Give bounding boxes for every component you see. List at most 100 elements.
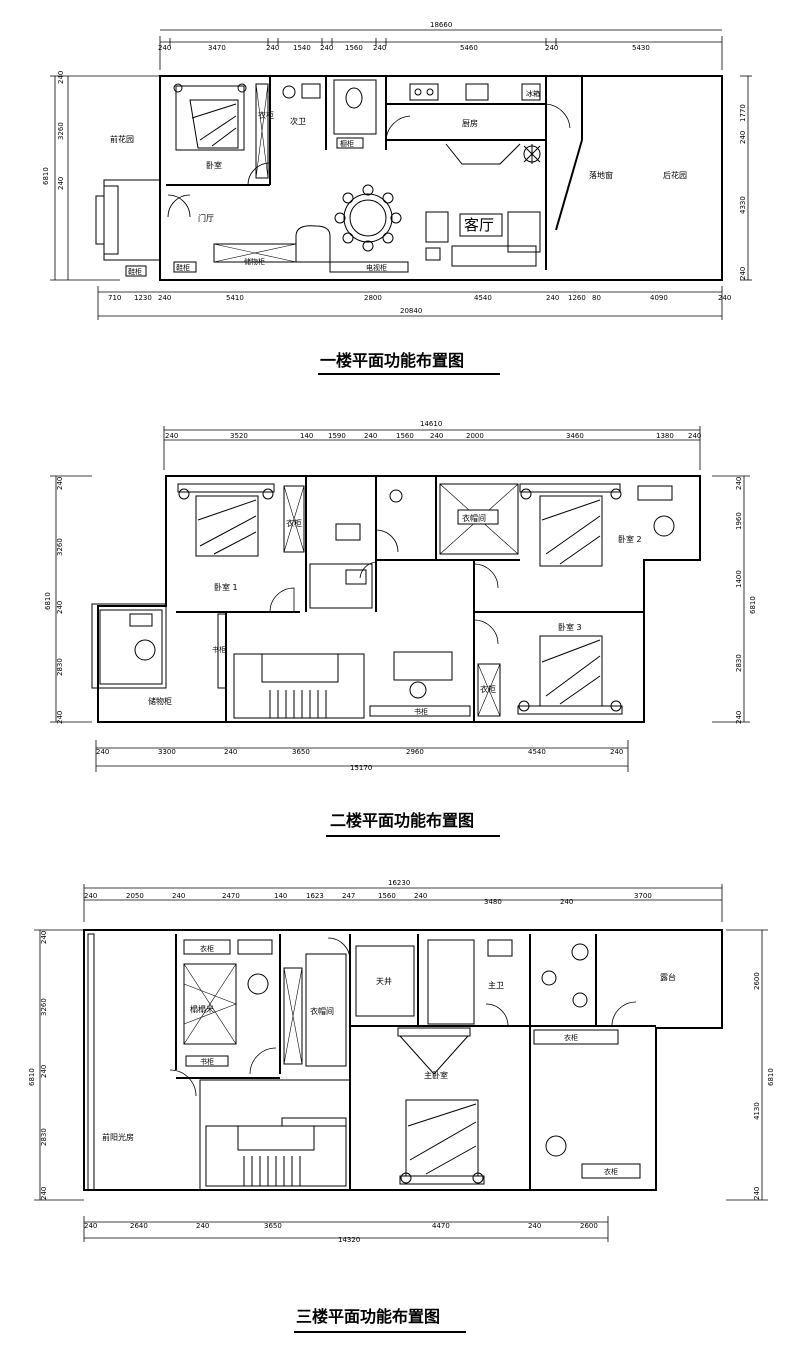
- floor3-dim-left-total: 6810: [28, 1068, 36, 1086]
- dim: 240: [414, 892, 427, 900]
- floor1-bedroom-label: 卧室: [206, 160, 222, 170]
- floor3-wardrobe-b-label: 衣柜: [564, 1033, 578, 1042]
- dim: 2050: [126, 892, 144, 900]
- floor3-dim-top-total: 16230: [388, 879, 410, 887]
- dim: 80: [592, 294, 601, 302]
- dim: 3260: [57, 122, 65, 140]
- dim: 240: [528, 1222, 541, 1230]
- floor2-bookcase-label: 书柜: [212, 645, 226, 654]
- dim: 1560: [345, 44, 363, 52]
- dim: 5460: [460, 44, 478, 52]
- dim: 240: [545, 44, 558, 52]
- dim: 2800: [364, 294, 382, 302]
- dim: 240: [688, 432, 701, 440]
- wardrobe: [255, 83, 269, 179]
- dim: 240: [320, 44, 333, 52]
- dim: 4540: [528, 748, 546, 756]
- dim: 1770: [739, 104, 747, 122]
- dim: 4330: [739, 196, 747, 214]
- dim: 4470: [432, 1222, 450, 1230]
- dim: 240: [40, 931, 48, 944]
- dim: 1590: [328, 432, 346, 440]
- floor2-bed3-label: 卧室 3: [558, 622, 582, 632]
- dim: 2830: [735, 654, 743, 672]
- floor1-foyer-label: 门厅: [198, 213, 214, 223]
- dim: 240: [373, 44, 386, 52]
- floor3-bookcase-label: 书柜: [200, 1057, 214, 1066]
- floor1-living: 电视柜 客厅: [329, 211, 541, 273]
- dim: 2000: [466, 432, 484, 440]
- floor3-cloak: 衣帽间: [283, 937, 351, 1067]
- dim: 240: [753, 1187, 761, 1200]
- dim: 3460: [566, 432, 584, 440]
- dim: 240: [546, 294, 559, 302]
- dim: 240: [96, 748, 109, 756]
- bed: [175, 85, 245, 151]
- floor3-drawing: 16230 240 2050 240 2470 140 1623 247 156…: [28, 879, 775, 1333]
- dim: 1560: [396, 432, 414, 440]
- floor1-tv-label: 电视柜: [366, 263, 387, 272]
- dim: 2830: [40, 1128, 48, 1146]
- floor1-kitchen-label: 厨房: [462, 118, 478, 128]
- dim: 240: [56, 477, 64, 490]
- dim: 3520: [230, 432, 248, 440]
- dim: 2600: [580, 1222, 598, 1230]
- floor2-bed1-label: 卧室 1: [214, 582, 238, 592]
- dim: 3470: [208, 44, 226, 52]
- floor2-dim-bottom: 240 3300 240 3650 2960 4540 240 15170: [95, 740, 629, 772]
- floor2-bed1: 衣柜 卧室 1: [177, 483, 305, 613]
- floor3-wardrobe-a-label: 衣柜: [200, 944, 214, 953]
- floor2-study: 书柜 储物柜: [99, 609, 227, 706]
- floor3-skylight-label: 天井: [376, 976, 392, 986]
- floor1-front-garden-label: 前花园: [110, 134, 134, 144]
- dim: 3260: [40, 998, 48, 1016]
- floor1-dim-total-top: 18660: [430, 21, 452, 29]
- floor2-dim-left-total: 6810: [44, 592, 52, 610]
- floor3-study: 衣柜 榻榻米 书柜: [169, 939, 277, 1097]
- dim: 240: [196, 1222, 209, 1230]
- floor3-terrace-label: 露台: [660, 972, 676, 982]
- floor3-skylight: 天井: [355, 945, 415, 1017]
- dim: 1960: [735, 512, 743, 530]
- dim: 3650: [264, 1222, 282, 1230]
- floor3-master-bed-label: 主卧室: [424, 1070, 448, 1080]
- floor1-cabinet-label: 橱柜: [340, 139, 354, 148]
- dim: 240: [165, 432, 178, 440]
- floor1-plan: 18660 240 3470 240 1540 240 1560 240 546…: [0, 0, 800, 400]
- floor3-walls: [83, 929, 723, 1191]
- dim: 4090: [650, 294, 668, 302]
- floor2-wardrobe-label: 衣柜: [286, 518, 302, 528]
- dim: 5430: [632, 44, 650, 52]
- floor1-ref-label: 冰箱: [526, 89, 540, 98]
- floor1-kitchen: 冰箱 厨房 落地窗: [409, 83, 613, 180]
- dim: 1540: [293, 44, 311, 52]
- dim: 3300: [158, 748, 176, 756]
- floor2-bed2: 卧室 2: [519, 483, 675, 567]
- floor1-dim-left-total: 6810: [42, 167, 50, 185]
- floor2-stairs: 书柜: [233, 651, 471, 719]
- dim: 3480: [484, 898, 502, 906]
- dim: 2600: [753, 972, 761, 990]
- floor2-dim-left: 6810 240 3260 240 2830 240: [44, 475, 92, 724]
- dim: 140: [300, 432, 313, 440]
- floor1-bedroom: 衣柜 卧室: [173, 83, 274, 186]
- floor3-dim-right-total: 6810: [767, 1068, 775, 1086]
- floor3-dim-top: 16230 240 2050 240 2470 140 1623 247 156…: [83, 879, 723, 922]
- floor3-title: 三楼平面功能布置图: [296, 1307, 440, 1326]
- floor3-sunroom: 前阳光房: [102, 1132, 134, 1142]
- dim: 3700: [634, 892, 652, 900]
- dim: 240: [739, 267, 747, 280]
- dim: 240: [735, 477, 743, 490]
- floor2-storage-label: 储物柜: [148, 696, 172, 706]
- dim: 3650: [292, 748, 310, 756]
- plant-icon: [523, 144, 541, 164]
- dim: 2640: [130, 1222, 148, 1230]
- dim: 710: [108, 294, 121, 302]
- dim: 240: [735, 711, 743, 724]
- floor1-wardrobe-label: 衣柜: [258, 110, 274, 120]
- floor1-walls: [95, 75, 723, 281]
- dim: 240: [224, 748, 237, 756]
- floor1-dining-table: [334, 184, 402, 252]
- floor3-dim-bottom: 240 2640 240 3650 4470 240 2600 14320: [83, 1216, 609, 1244]
- floor1-dim-left: 6810 3260 240 240: [42, 71, 160, 281]
